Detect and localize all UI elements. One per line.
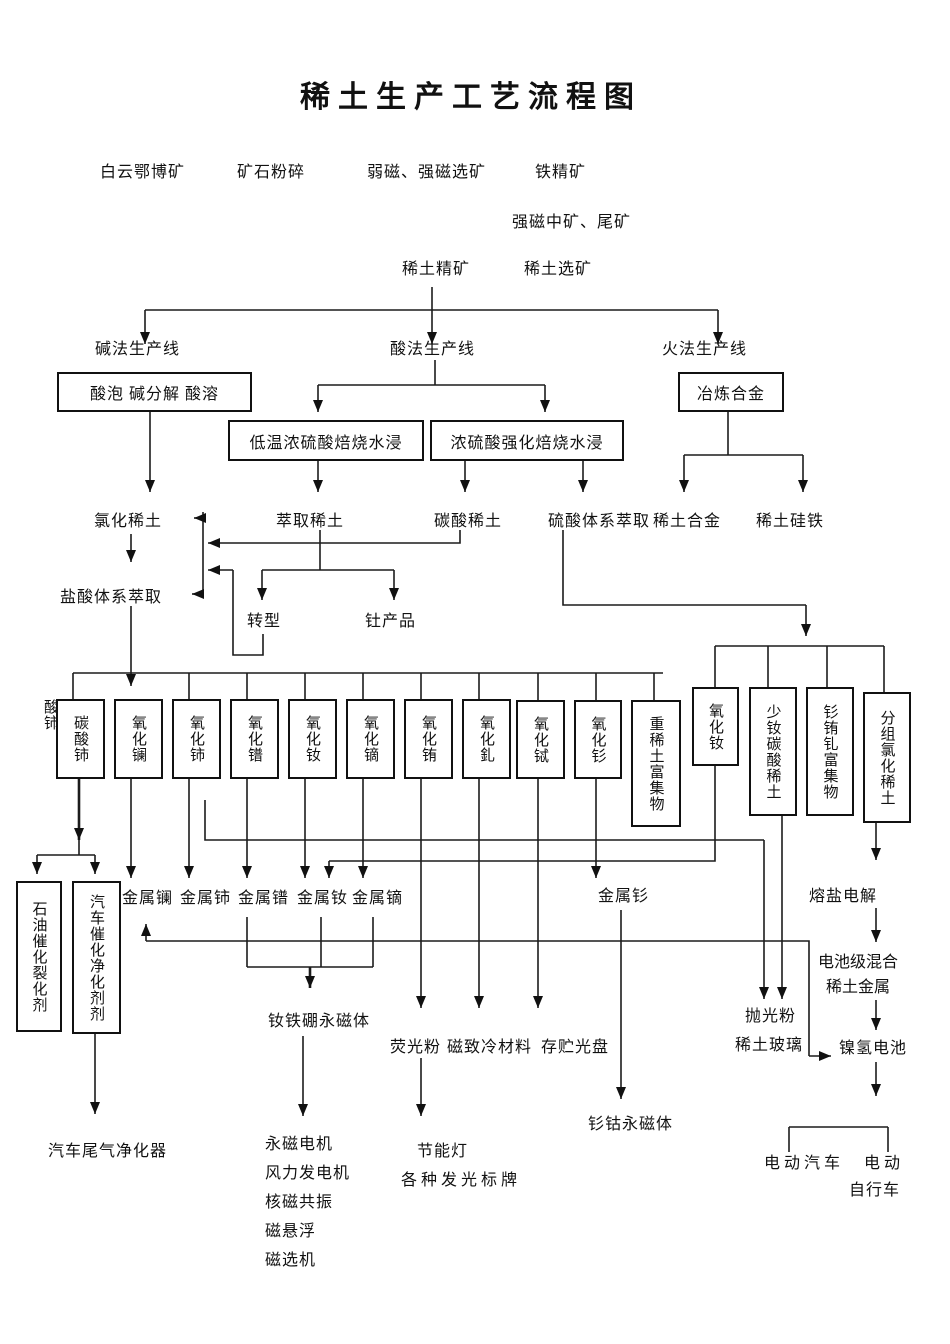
node-storage-disc: 存贮光盘 [541, 1039, 610, 1056]
node-ev-car: 电动汽车 [764, 1155, 845, 1172]
node-re-beneficiation: 稀土选矿 [524, 261, 593, 278]
node-metal-dysprosium: 金属镝 [352, 890, 404, 907]
box-neodymium-oxide: 氧化钕 [288, 699, 337, 779]
box-samarium-oxide: 氧化钐 [574, 700, 622, 779]
node-ev-bike-line2: 自行车 [849, 1182, 901, 1199]
node-iron-concentrate: 铁精矿 [535, 164, 587, 181]
node-phosphor: 荧光粉 [390, 1039, 442, 1056]
node-ev-bike-line1: 电动 [864, 1155, 905, 1172]
node-metal-samarium: 金属钐 [598, 888, 650, 905]
node-smco-magnet: 钐钴永磁体 [588, 1116, 674, 1133]
node-re-alloy: 稀土合金 [653, 513, 722, 530]
node-hcl-extraction: 盐酸体系萃取 [60, 589, 163, 606]
node-magnetic-separation: 弱磁、强磁选矿 [367, 164, 487, 181]
box-gadolinium-oxide: 氧化釓 [462, 699, 511, 779]
node-transform: 转型 [247, 613, 282, 630]
box-cerium-oxide: 氧化铈 [172, 699, 221, 779]
page-title: 稀土生产工艺流程图 [300, 81, 642, 114]
node-ndfeb-magnet: 钕铁硼永磁体 [268, 1013, 371, 1030]
node-nimh-battery: 镍氢电池 [839, 1040, 908, 1057]
node-re-chloride: 氯化稀土 [94, 513, 163, 530]
node-metal-praseodymium: 金属镨 [238, 890, 290, 907]
node-re-extraction: 萃取稀土 [276, 513, 345, 530]
node-middlings-tailings: 强磁中矿、尾矿 [512, 214, 632, 231]
node-molten-salt-electrolysis: 熔盐电解 [809, 888, 878, 905]
box-terbium-oxide: 氧化铽 [516, 700, 565, 779]
node-bayan-obo-ore: 白云鄂博矿 [100, 164, 186, 181]
node-exhaust-purifier: 汽车尾气净化器 [48, 1143, 168, 1160]
box-auto-purifier-catalyst: 汽车催化净化剂剂 [72, 881, 121, 1034]
node-thorium-products: 钍产品 [365, 613, 417, 630]
node-polishing-powder: 抛光粉 [745, 1008, 797, 1025]
box-sm-eu-gd-enrichment: 钐铕钆富集物 [806, 687, 854, 816]
node-sulfate-extraction: 硫酸体系萃取 [548, 513, 651, 530]
box-smelt-alloy: 冶炼合金 [678, 372, 784, 412]
box-grouped-re-chloride: 分组氯化稀土 [863, 692, 911, 823]
box-europium-oxide: 氧化铕 [404, 699, 453, 779]
box-low-nd-carbonate: 少钕碳酸稀土 [749, 687, 797, 816]
node-re-glass: 稀土玻璃 [735, 1037, 804, 1054]
node-re-carbonate: 碳酸稀土 [434, 513, 503, 530]
node-cerium-salt-side: 酸铈 [42, 699, 58, 731]
box-strong-roast: 浓硫酸强化焙烧水浸 [430, 420, 624, 461]
node-metal-neodymium: 金属钕 [297, 890, 349, 907]
node-re-ferrosilicon: 稀土硅铁 [756, 513, 825, 530]
box-petro-cracking-catalyst: 石油催化裂化剂 [16, 881, 62, 1032]
box-neodymium-oxide-2: 氧化钕 [692, 687, 739, 766]
node-energy-lamp: 节能灯 [417, 1143, 469, 1160]
box-alkali-steps: 酸泡 碱分解 酸溶 [57, 372, 252, 412]
node-alkali-line: 碱法生产线 [95, 341, 181, 358]
node-luminous-signs: 各种发光标牌 [401, 1172, 522, 1189]
box-praseodymium-oxide: 氧化镨 [230, 699, 279, 779]
box-dysprosium-oxide: 氧化镝 [346, 699, 395, 779]
node-fire-line: 火法生产线 [662, 341, 748, 358]
node-battery-grade-metal: 电池级混合稀土金属 [817, 954, 898, 996]
node-metal-cerium: 金属铈 [180, 890, 232, 907]
node-magnet-applications: 永磁电机 风力发电机 核磁共振 磁悬浮 磁选机 [265, 1136, 351, 1269]
node-metal-lanthanum: 金属镧 [122, 890, 174, 907]
node-re-concentrate: 稀土精矿 [402, 261, 471, 278]
node-ore-crushing: 矿石粉碎 [237, 164, 306, 181]
box-low-temp-roast: 低温浓硫酸焙烧水浸 [228, 420, 424, 461]
node-acid-line: 酸法生产线 [390, 341, 476, 358]
box-cerium-carbonate: 碳酸铈 [56, 699, 105, 779]
box-heavy-re-enrichment: 重稀土富集物 [631, 700, 681, 827]
box-lanthanum-oxide: 氧化镧 [114, 699, 163, 779]
node-magnetic-cooling: 磁致冷材料 [447, 1039, 533, 1056]
